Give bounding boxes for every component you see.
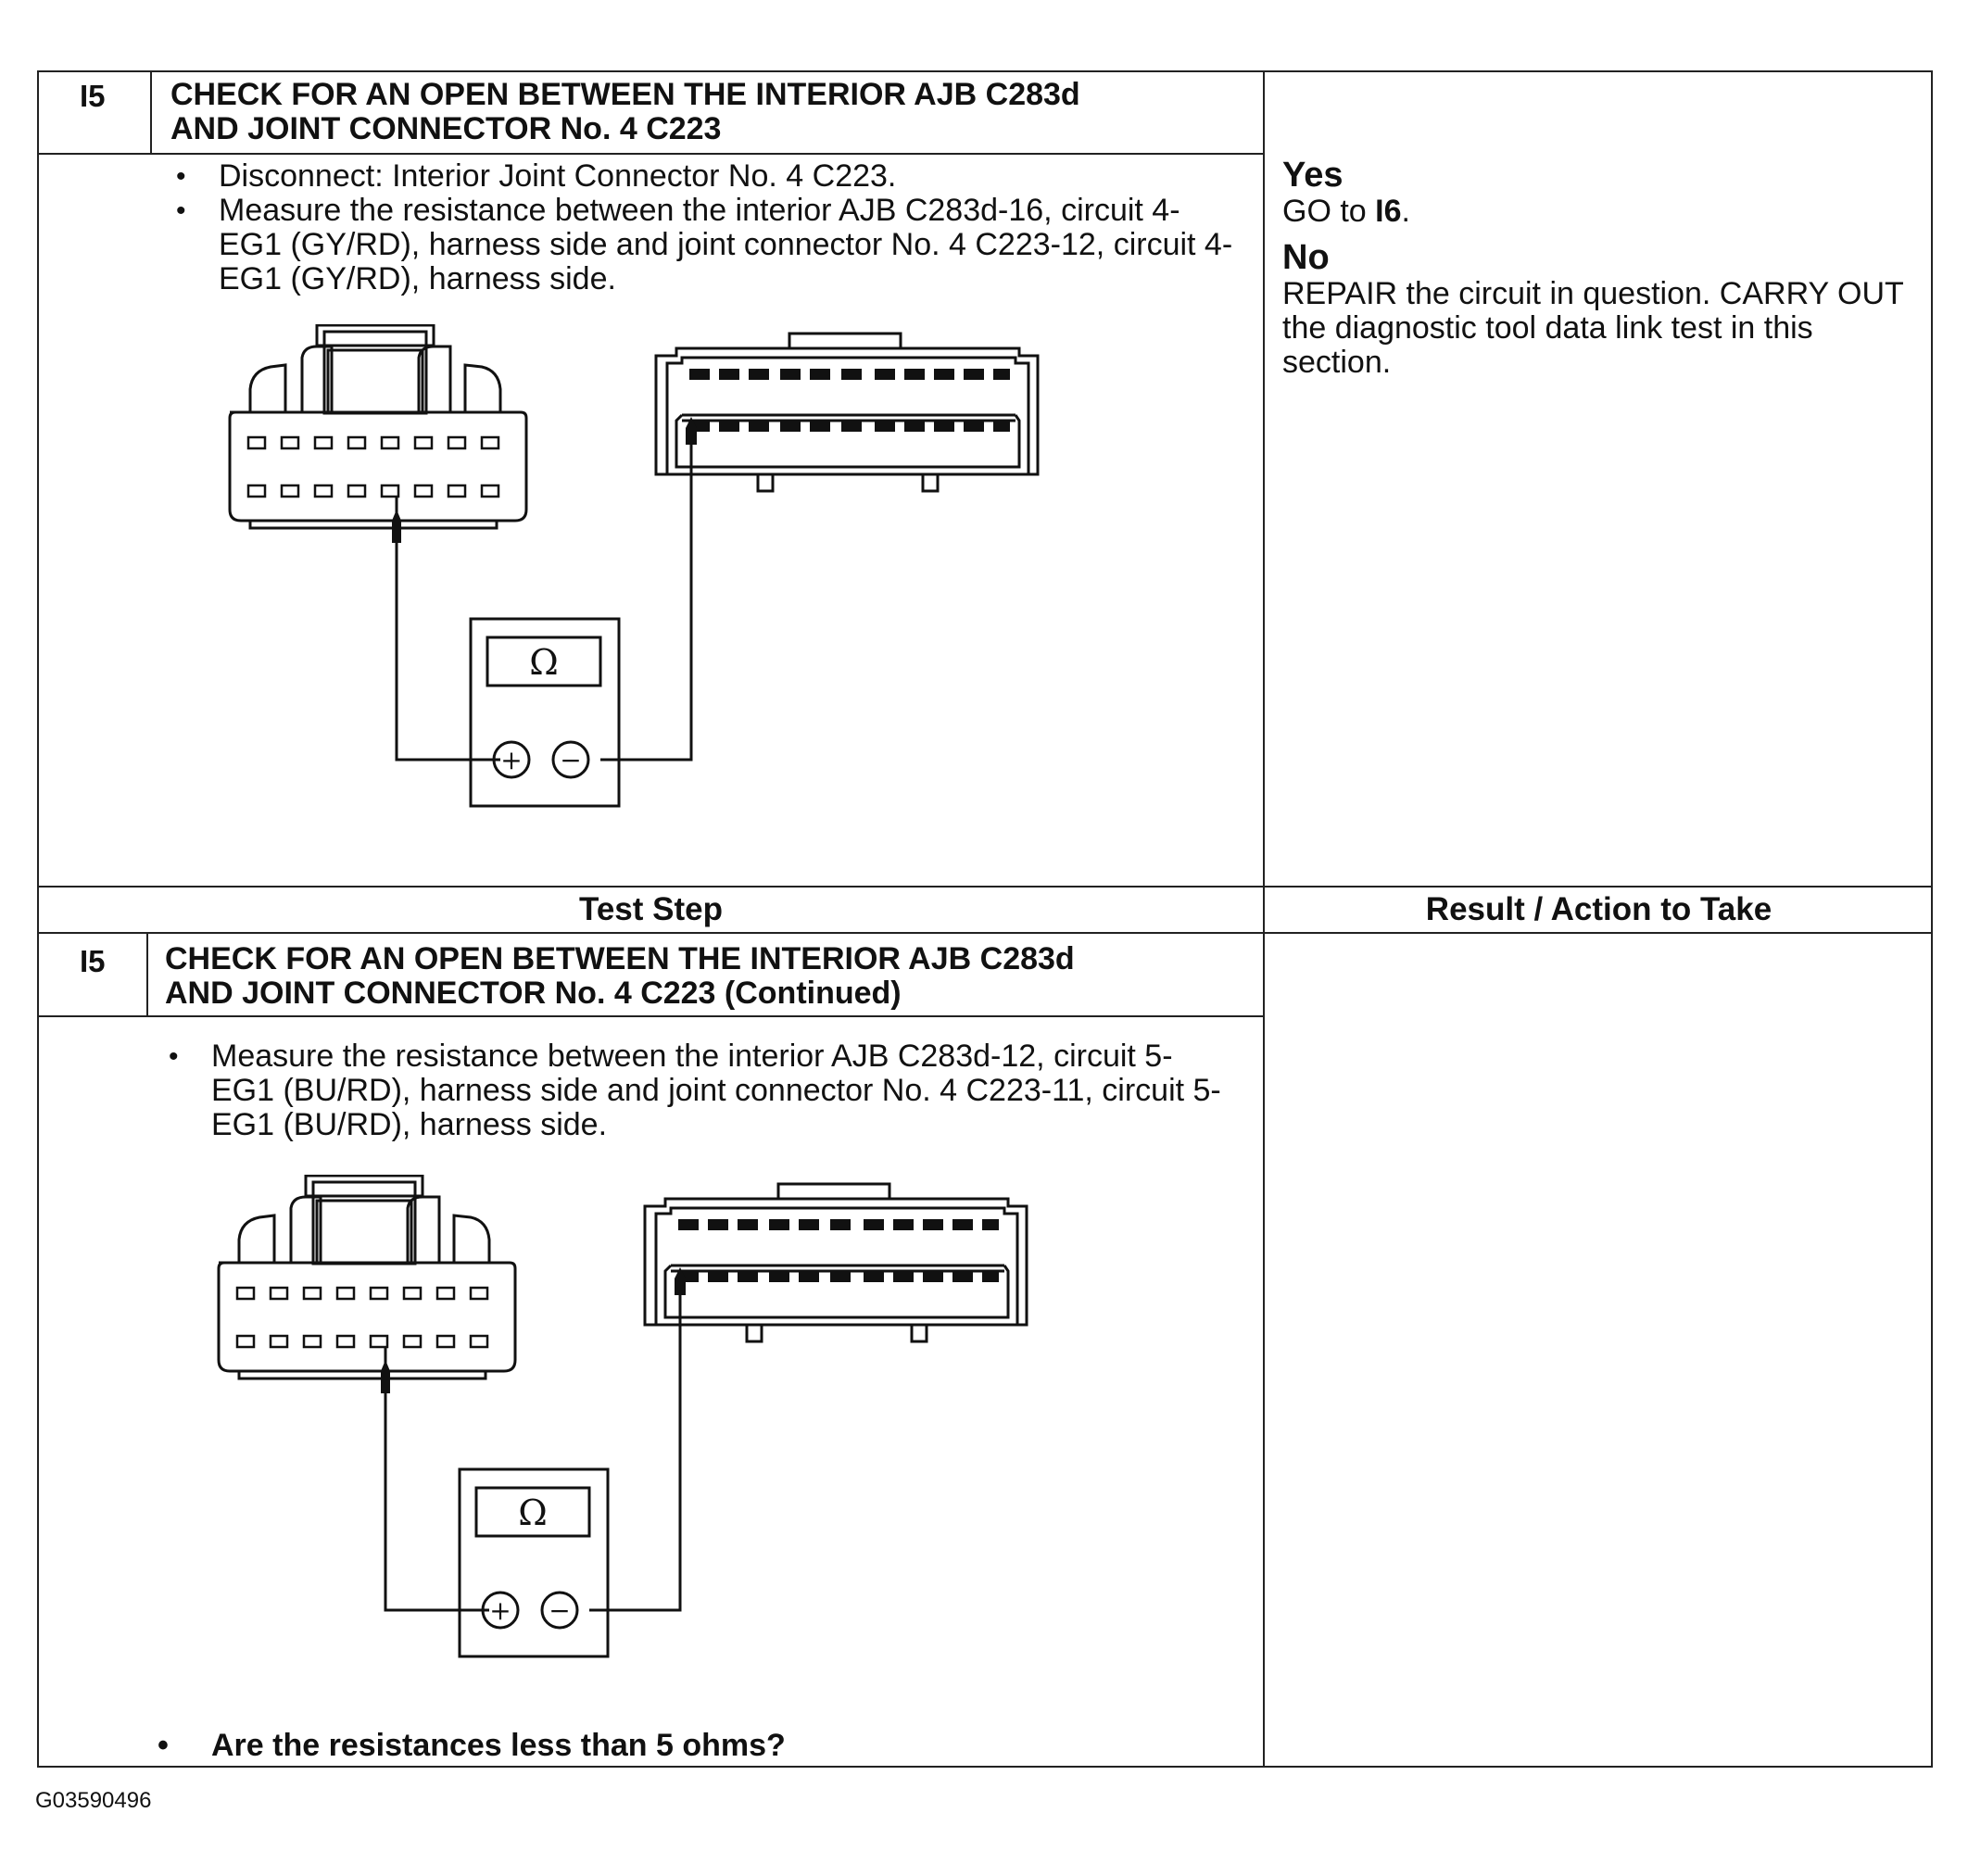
step2-number: I5 <box>80 944 106 978</box>
step2-instructions: Measure the resistance between the inter… <box>158 1039 1232 1142</box>
step2-title: CHECK FOR AN OPEN BETWEEN THE INTERIOR A… <box>165 942 1258 1011</box>
positive-lead <box>395 497 500 762</box>
header-top-rule <box>37 886 1933 888</box>
no-label: No <box>1282 238 1330 277</box>
step1-title-line1: CHECK FOR AN OPEN BETWEEN THE INTERIOR A… <box>170 77 1080 112</box>
step2-title-line1: CHECK FOR AN OPEN BETWEEN THE INTERIOR A… <box>165 941 1075 976</box>
yes-action: GO to I6. <box>1282 195 1912 229</box>
step2-wiring-diagram: Ω + − <box>217 1175 1028 1658</box>
ajb-connector-c283d <box>217 1175 517 1380</box>
step1-instructions: Disconnect: Interior Joint Connector No.… <box>165 159 1240 296</box>
step2-question: Are the resistances less than 5 ohms? <box>158 1729 1230 1764</box>
joint-connector-c223 <box>643 1182 1028 1343</box>
header-result-action: Result / Action to Take <box>1425 891 1772 927</box>
minus-terminal-label: − <box>560 745 581 775</box>
column-divider <box>1263 70 1265 1768</box>
figure-id: G03590496 <box>35 1788 152 1813</box>
yes-action-target: I6 <box>1375 194 1402 229</box>
step1-bullet-measure: Measure the resistance between the inter… <box>165 194 1240 296</box>
c223-upper-pins <box>689 369 1010 380</box>
positive-probe-tip <box>381 1360 390 1393</box>
ohm-symbol: Ω <box>518 1492 548 1533</box>
plus-terminal-label: + <box>500 745 522 775</box>
ajb-connector-c283d <box>228 324 528 530</box>
ohmmeter <box>469 617 621 808</box>
c223-lower-pins <box>689 421 1010 432</box>
yes-action-suffix: . <box>1401 194 1410 229</box>
header-bottom-rule <box>37 932 1933 934</box>
positive-lead <box>384 1347 489 1612</box>
yes-label: Yes <box>1282 156 1344 195</box>
positive-probe-tip <box>392 510 401 543</box>
step2-bullet-measure: Measure the resistance between the inter… <box>158 1039 1232 1142</box>
step2-title-line2: AND JOINT CONNECTOR No. 4 C223 (Continue… <box>165 976 902 1011</box>
negative-probe-tip <box>675 1267 686 1295</box>
negative-probe-tip <box>686 417 697 445</box>
negative-lead <box>600 421 693 762</box>
no-action: REPAIR the circuit in question. CARRY OU… <box>1282 276 1904 380</box>
ohmmeter <box>458 1467 610 1658</box>
yes-action-prefix: GO to <box>1282 194 1376 229</box>
ohm-symbol: Ω <box>529 642 559 683</box>
c223-lower-pins <box>678 1271 999 1282</box>
table-outer-border <box>37 70 1933 1768</box>
step2-title-rule <box>37 1015 1265 1017</box>
step1-title: CHECK FOR AN OPEN BETWEEN THE INTERIOR A… <box>170 78 1255 146</box>
step1-wiring-diagram: Ω + − <box>228 324 1040 808</box>
step1-number-divider <box>150 70 152 153</box>
step1-number: I5 <box>80 79 106 113</box>
step1-bullet-disconnect: Disconnect: Interior Joint Connector No.… <box>165 159 1240 195</box>
header-test-step: Test Step <box>579 891 723 927</box>
step1-title-line2: AND JOINT CONNECTOR No. 4 C223 <box>170 111 722 146</box>
step2-number-divider <box>146 932 148 1015</box>
plus-terminal-label: + <box>489 1595 511 1626</box>
joint-connector-c223 <box>654 332 1040 493</box>
minus-terminal-label: − <box>549 1595 570 1626</box>
step1-results: Yes GO to I6. No REPAIR the circuit in q… <box>1282 156 1912 389</box>
negative-lead <box>589 1271 682 1612</box>
step1-title-rule <box>37 153 1265 155</box>
c223-upper-pins <box>678 1219 999 1230</box>
